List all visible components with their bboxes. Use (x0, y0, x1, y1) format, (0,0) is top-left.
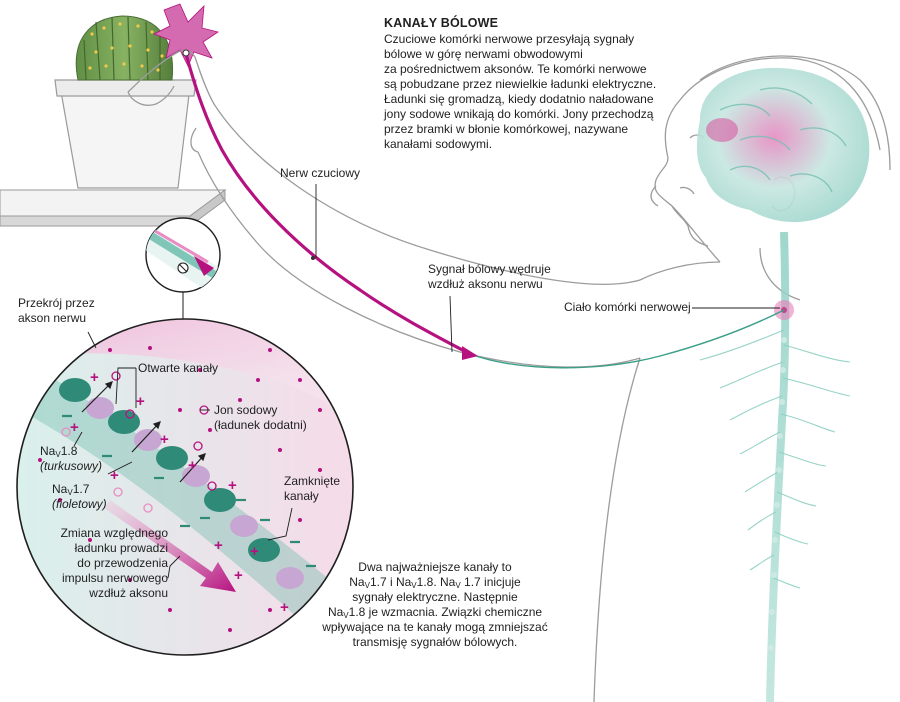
nav17-suffix: 1.7 (72, 482, 90, 496)
note-sub: V (364, 581, 370, 590)
label-line: Zmiana względnego (60, 526, 168, 540)
note-line: sygnały elektryczne. Następnie (352, 590, 518, 604)
nav17-prefix: Na (52, 482, 68, 496)
intro-line: za pośrednictwem aksonów. Te komórki ner… (384, 62, 647, 76)
label-sensory-nerve: Nerw czuciowy (280, 166, 361, 180)
intro-line: Czuciowe komórki nerwowe przesyłają sygn… (384, 32, 635, 46)
svg-text:+: + (160, 431, 169, 448)
label-line: Sygnał bólowy wędruje (428, 262, 551, 276)
nerve-path (182, 49, 785, 369)
intro-line: bólowe w górę nerwami obwodowymi (384, 47, 583, 61)
svg-text:+: + (250, 543, 259, 560)
pain-burst-icon (153, 3, 219, 67)
intro-paragraph: Czuciowe komórki nerwowe przesyłają sygn… (384, 32, 664, 152)
note-part: Na (327, 605, 344, 619)
label-open-channels: Otwarte kanały (138, 361, 219, 375)
page-title: KANAŁY BÓLOWE (384, 16, 499, 30)
nav18-color: (turkusowy) (40, 459, 103, 473)
spine-icon (699, 231, 851, 702)
label-nav18: NaV1.8 (turkusowy) (40, 444, 103, 474)
svg-text:+: + (214, 537, 223, 554)
svg-text:+: + (136, 393, 145, 410)
label-cross-section: Przekrój przez akson nerwu (18, 296, 95, 326)
person-outline (127, 49, 891, 702)
magnifier-icon (145, 217, 221, 320)
label-line: impulsu nerwowego (61, 571, 168, 585)
label-line: Zamknięte (284, 474, 341, 488)
leader-lines (73, 184, 780, 579)
note-part: 1.8. Na (416, 575, 456, 589)
svg-text:+: + (188, 457, 197, 474)
svg-text:+: + (90, 369, 99, 386)
label-nav17: NaV1.7 (fioletowy) (52, 482, 112, 512)
brain-icon (696, 67, 870, 223)
label-line: kanały (284, 489, 319, 503)
intro-line: jony sodowe wnikają do komórki. Jony prz… (384, 107, 654, 121)
note-part: 1.7 i Na (369, 575, 412, 589)
nav18-sub: V (55, 450, 61, 459)
note-line: Dwa najważniejsze kanały to (358, 560, 512, 574)
label-pain-signal: Sygnał bólowy wędruje wzdłuż aksonu nerw… (428, 262, 551, 292)
label-line: akson nerwu (18, 311, 87, 325)
note-part: 1.8 je wzmacnia. Związki chemiczne (348, 605, 543, 619)
note-line: transmisję sygnałów bólowych. (352, 635, 518, 649)
note-line: NaV1.7 i NaV1.8. NaV 1.7 inicjuje (300, 575, 570, 590)
nav17-sub: V (67, 488, 73, 497)
intro-line: Ładunki się gromadzą, kiedy dodatnio nał… (384, 92, 654, 106)
note-sub: V (455, 581, 461, 590)
label-line: wzdłuż aksonu (89, 586, 168, 600)
svg-text:+: + (70, 419, 79, 436)
intro-line: są pobudzane przez niewielkie ładunki el… (384, 77, 657, 91)
cross-section-circle: + + + + + + + + + + + (16, 318, 354, 656)
svg-text:+: + (228, 477, 237, 494)
nav18-suffix: 1.8 (60, 444, 78, 458)
nav17-color: (fioletowy) (52, 497, 107, 511)
cactus-pot-icon (54, 15, 197, 189)
intro-line: przez bramki w błonie komórkowej, nazywa… (384, 122, 629, 136)
label-line: do przewodzenia (77, 556, 168, 570)
note-line: NaV1.8 je wzmacnia. Związki chemiczne (300, 605, 570, 620)
svg-text:+: + (280, 599, 289, 616)
note-sub: V (343, 611, 349, 620)
note-part: 1.7 inicjuje (460, 575, 521, 589)
label-line: Jon sodowy (214, 403, 278, 417)
note-part: Na (349, 575, 365, 589)
label-charge-change: Zmiana względnego ładunku prowadzi do pr… (30, 526, 168, 601)
label-line: (ładunek dodatni) (214, 418, 307, 432)
label-sodium-ion: Jon sodowy (ładunek dodatni) (214, 403, 307, 433)
label-cell-body: Ciało komórki nerwowej (564, 300, 691, 314)
label-closed-channels: Zamknięte kanały (284, 474, 340, 504)
intro-line: kanałami sodowymi. (384, 137, 493, 151)
bottom-note: Dwa najważniejsze kanały to NaV1.7 i NaV… (300, 560, 570, 650)
label-line: ładunku prowadzi (74, 541, 168, 555)
label-line: Przekrój przez (18, 296, 95, 310)
note-line: wpływające na te kanały mogą zmniejszać (322, 620, 548, 634)
svg-text:+: + (110, 467, 119, 484)
note-sub: V (411, 581, 417, 590)
nav18-prefix: Na (40, 444, 56, 458)
svg-text:+: + (234, 567, 243, 584)
label-line: wzdłuż aksonu nerwu (428, 277, 543, 291)
